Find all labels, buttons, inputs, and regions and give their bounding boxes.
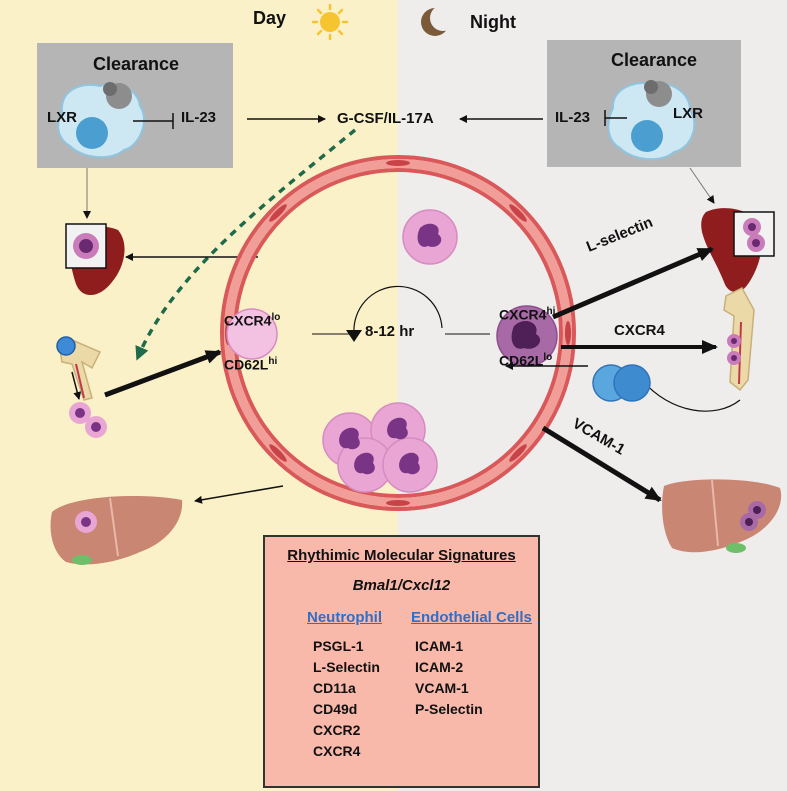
list-item: CD11a — [313, 680, 356, 696]
night-label: Night — [470, 12, 516, 32]
right-cd62l-label: CD62Llo — [499, 352, 552, 369]
left-cxcr4-text: CXCR4 — [224, 312, 272, 329]
right-cxcr4-text: CXCR4 — [499, 306, 547, 323]
il23-right-label: IL-23 — [555, 109, 591, 126]
spleen-left-icon — [65, 223, 125, 296]
clearance-right-title: Clearance — [611, 50, 698, 70]
sun-icon — [311, 3, 349, 41]
blue-cells-icon — [592, 364, 651, 402]
list-item: PSGL-1 — [313, 638, 364, 654]
neutrophil-left — [226, 308, 278, 360]
list-item: CD49d — [313, 701, 358, 717]
liver-left-icon — [50, 496, 183, 565]
right-cxcr4-label: CXCR4hi — [499, 306, 555, 323]
gcsf-to-bone-marrow-arrow — [135, 128, 357, 361]
left-cxcr4-sup: lo — [271, 312, 281, 323]
inhibition-lines — [133, 110, 627, 129]
circulation-to-liver-arrow — [194, 485, 284, 504]
cxcr4-arrow-label: CXCR4 — [614, 322, 665, 339]
clearance-to-spleen-right-arrow — [689, 167, 715, 204]
neutrophil-right — [496, 305, 558, 367]
endothelial-list: ICAM-1 ICAM-2 VCAM-1 P-Selectin — [415, 636, 483, 720]
gcsf-label: G-CSF/IL-17A — [337, 110, 434, 127]
list-item: CXCR4 — [313, 743, 361, 759]
bone-marrow-left-icon — [56, 336, 107, 438]
neutrophil-top — [402, 209, 458, 265]
signatures-subtitle: Bmal1/Cxcl12 — [352, 577, 451, 594]
lxr-right-label: LXR — [673, 105, 703, 122]
endothelial-header: Endothelial Cells — [411, 609, 532, 626]
right-cxcr4-sup: hi — [546, 306, 556, 317]
signatures-title: Rhythimic Molecular Signatures — [287, 547, 516, 564]
clearance-left-title: Clearance — [93, 54, 180, 74]
left-cd62l-label: CD62Lhi — [224, 356, 277, 373]
il23-left-label: IL-23 — [181, 109, 217, 126]
bone-to-macrophage-arrow — [641, 379, 741, 412]
list-item: L-Selectin — [313, 659, 380, 675]
cycle-arrowhead — [346, 330, 362, 342]
bone-marrow-right-icon — [723, 287, 755, 392]
neutrophil-list: PSGL-1 L-Selectin CD11a CD49d CXCR2 CXCR… — [313, 636, 380, 762]
list-item: VCAM-1 — [415, 680, 469, 696]
lxr-left-label: LXR — [47, 109, 77, 126]
moon-icon — [421, 5, 456, 36]
list-item: CXCR2 — [313, 722, 361, 738]
cycle-label: 8-12 hr — [365, 323, 415, 340]
day-label: Day — [253, 8, 287, 28]
lselectin-arrow — [552, 246, 714, 320]
neutrophil-cluster — [322, 402, 438, 493]
left-cd62l-text: CD62L — [224, 356, 269, 373]
right-cd62l-text: CD62L — [499, 352, 544, 369]
left-cd62l-sup: hi — [268, 356, 278, 367]
signatures-box: Rhythimic Molecular Signatures Bmal1/Cxc… — [263, 535, 540, 788]
macrophage-left-icon — [57, 82, 145, 159]
cycle-circle-icon — [353, 285, 443, 334]
liver-right-icon — [662, 479, 782, 553]
left-cxcr4-label: CXCR4lo — [224, 312, 280, 329]
list-item: ICAM-1 — [415, 638, 464, 654]
macrophage-right-icon — [607, 80, 696, 161]
bone-to-circulation-arrow — [104, 349, 222, 398]
right-cd62l-sup: lo — [543, 352, 553, 363]
spleen-right-icon — [701, 208, 775, 293]
list-item: P-Selectin — [415, 701, 483, 717]
vcam1-arrow — [541, 425, 662, 503]
list-item: ICAM-2 — [415, 659, 464, 675]
neutrophil-header: Neutrophil — [307, 609, 382, 626]
